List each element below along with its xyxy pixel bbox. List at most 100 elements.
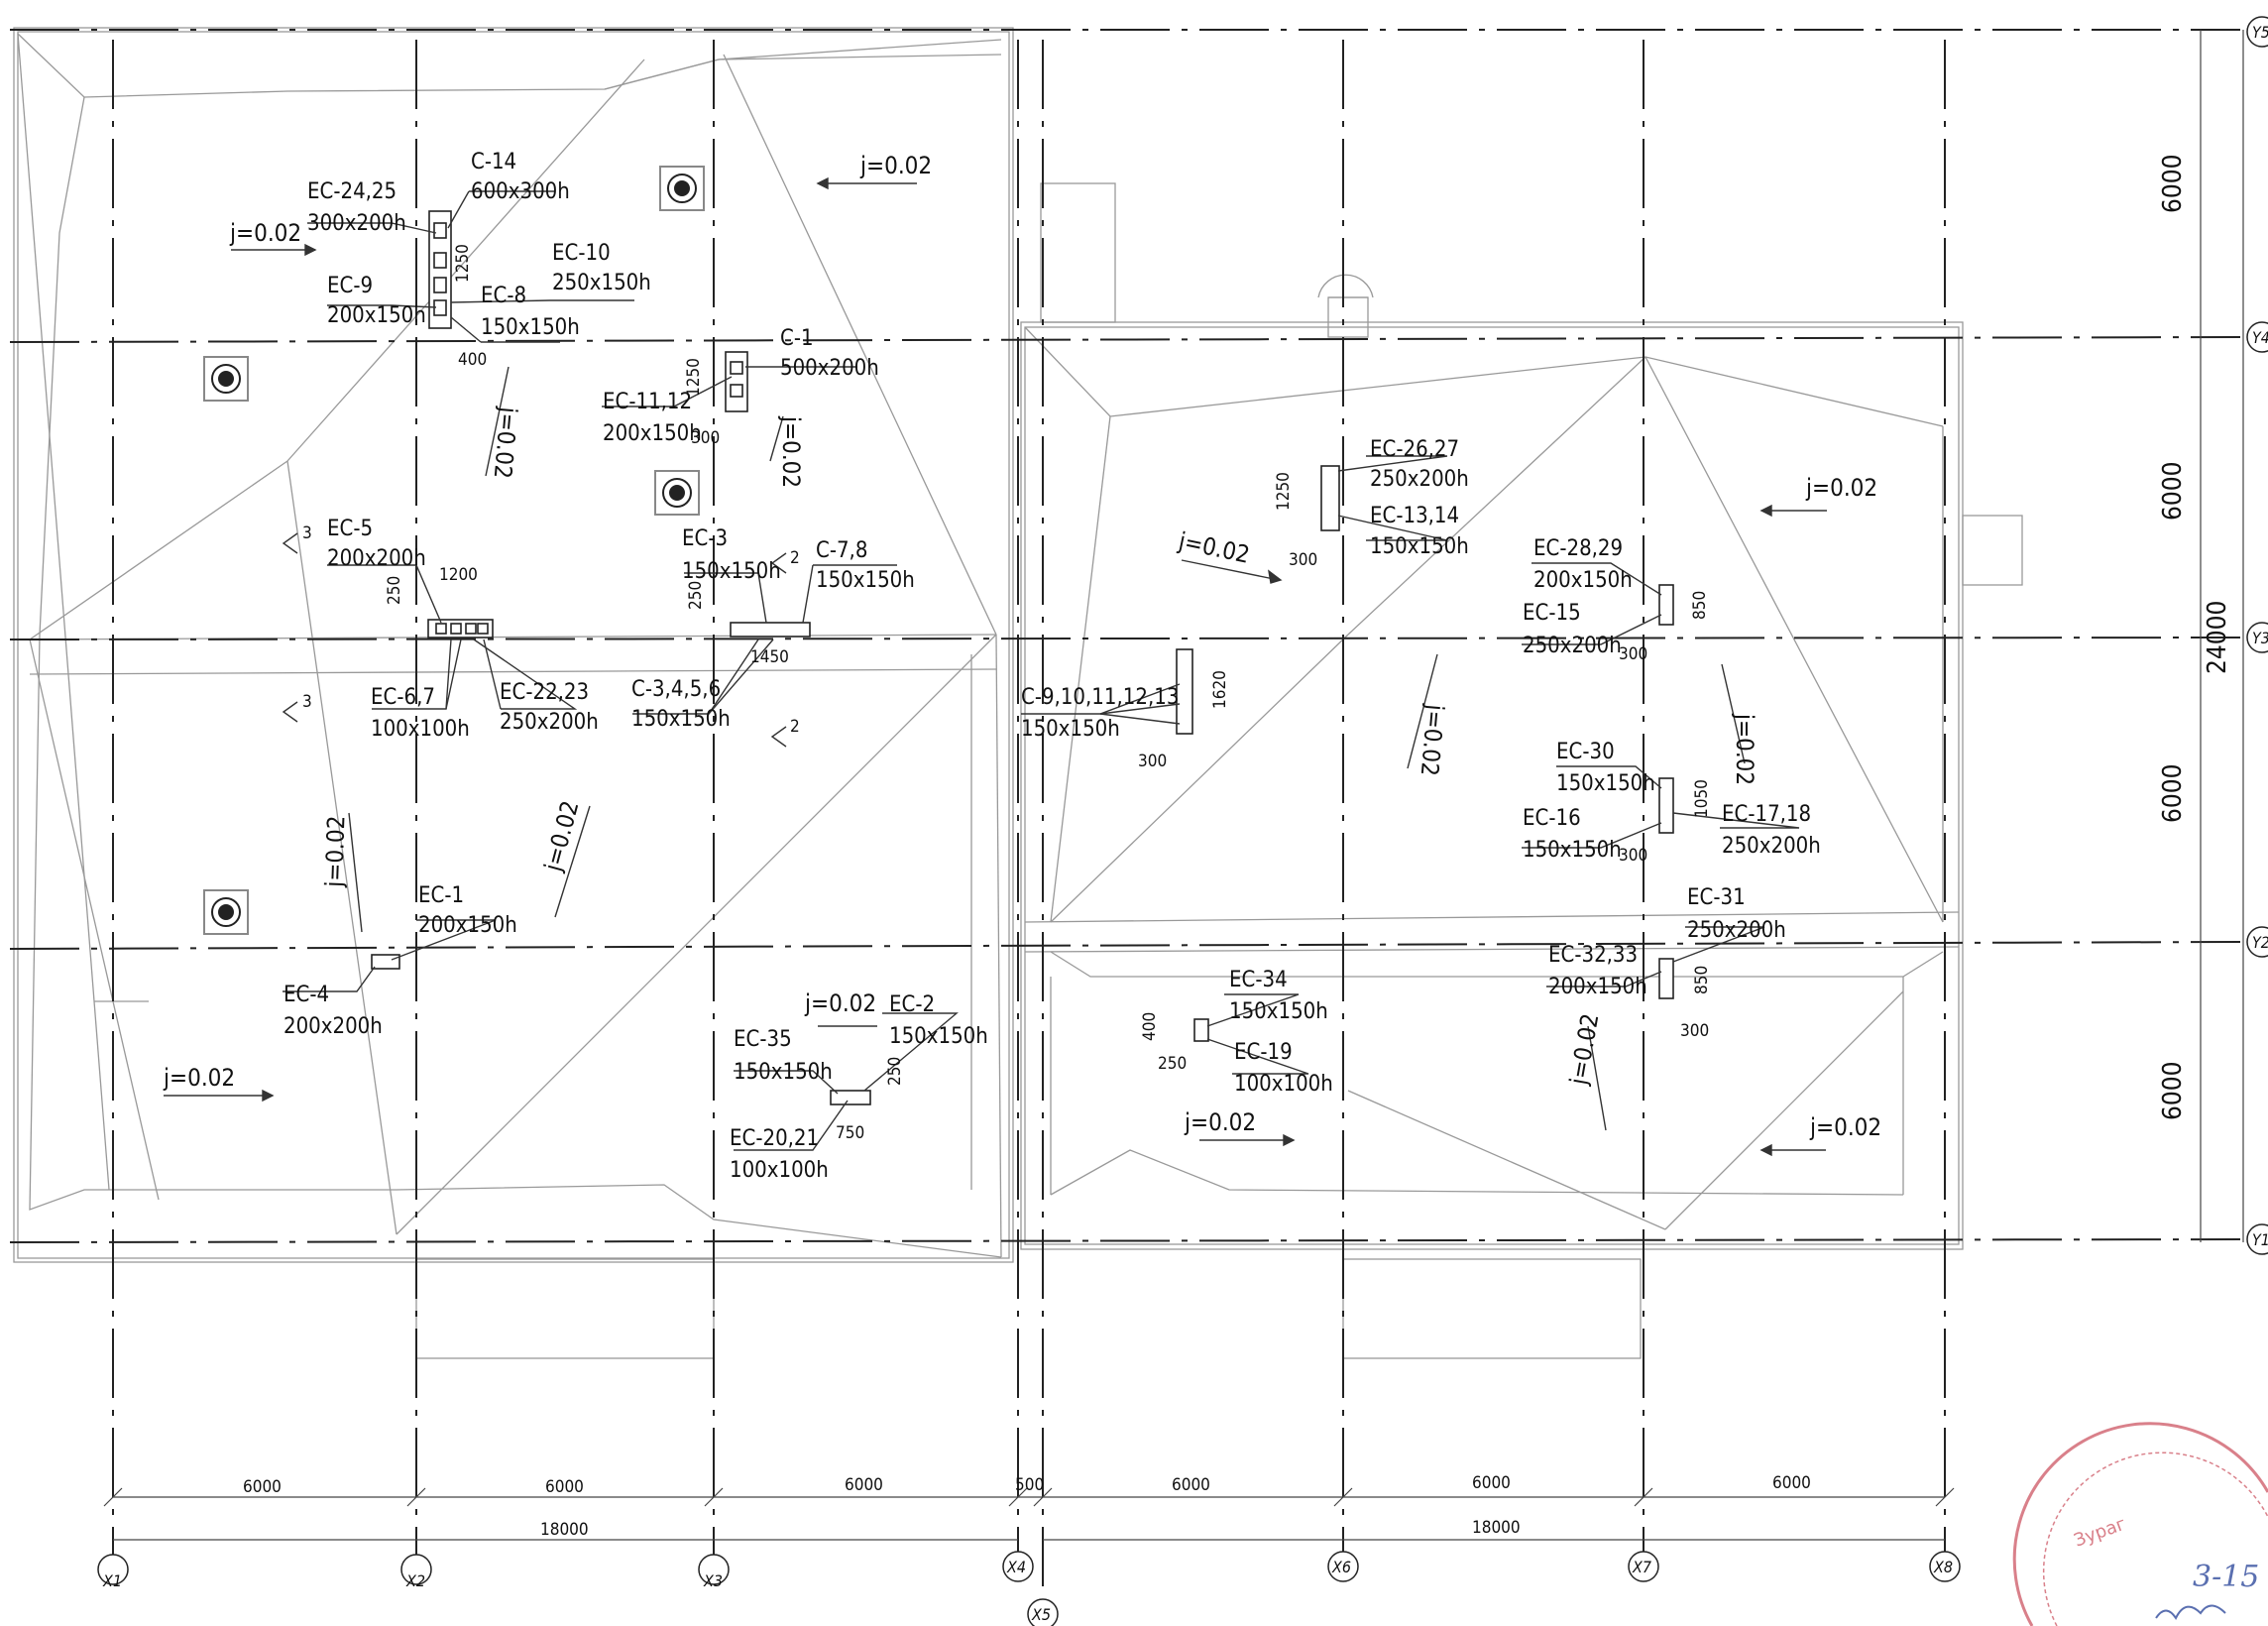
vent-stack-c9 — [1176, 648, 1193, 735]
dim-x7-x8: 6000 — [1772, 1473, 1811, 1493]
label-ec67-name: EC-6,7 — [371, 685, 435, 710]
label-ec24-name: EC-24,25 — [307, 179, 397, 204]
dim-text: 300 — [691, 428, 720, 448]
roof-drain-icons — [203, 166, 705, 935]
dim-text: 250 — [1158, 1054, 1187, 1074]
section-marks: 3 3 2 2 — [282, 523, 800, 748]
label-ec10-size: 250x150h — [552, 271, 651, 295]
dim-text: 250 — [385, 576, 404, 605]
label-ec10-name: EC-10 — [552, 241, 611, 266]
label-ec17-size: 250x200h — [1722, 834, 1821, 859]
slope-label: j=0.02 — [1564, 1011, 1604, 1088]
dim-x2-x3: 6000 — [545, 1477, 584, 1497]
equipment-labels: EC-24,25 300x200h C-14 600x300h EC-10 25… — [284, 150, 1821, 1183]
slope-label: j=0.02 — [1805, 474, 1877, 502]
label-ec9-size: 200x150h — [327, 303, 426, 328]
roof-drain-icon — [659, 166, 705, 211]
slope-label: j=0.02 — [163, 1064, 235, 1092]
label-ec4-name: EC-4 — [284, 983, 329, 1007]
slope-label: j=0.02 — [489, 405, 522, 479]
slope-arrows — [164, 176, 1827, 1157]
axis-y1: Y1 — [2252, 1230, 2268, 1249]
axis-y3: Y3 — [2252, 629, 2268, 647]
dim-text: 1620 — [1210, 670, 1230, 709]
dim-y2-y3: 6000 — [2158, 763, 2188, 823]
vent-stack-ec1 — [371, 954, 400, 970]
label-ec13-size: 150x150h — [1370, 534, 1469, 559]
label-ec24-size: 300x200h — [307, 211, 406, 236]
label-ec19-name: EC-19 — [1234, 1040, 1293, 1065]
axis-x3: X3 — [703, 1571, 723, 1590]
label-ec22-name: EC-22,23 — [500, 680, 589, 705]
dim-text: 400 — [458, 350, 487, 370]
label-c14-name: C-14 — [471, 150, 516, 174]
label-ec20-size: 100x100h — [730, 1158, 829, 1183]
axis-y2: Y2 — [2252, 933, 2268, 952]
label-ec28-size: 200x150h — [1533, 568, 1633, 593]
label-ec32-name: EC-32,33 — [1548, 943, 1638, 968]
label-ec1-size: 200x150h — [418, 913, 517, 938]
dim-text: 300 — [1289, 550, 1317, 570]
section-mark: 2 — [790, 717, 800, 737]
slope-label: j=0.02 — [229, 219, 301, 247]
label-ec32-size: 200x150h — [1548, 975, 1647, 999]
grid-bubbles — [97, 16, 2268, 1626]
label-ec13-name: EC-13,14 — [1370, 504, 1459, 528]
slope-label: j=0.02 — [1176, 526, 1252, 569]
label-ec8-size: 150x150h — [481, 315, 580, 340]
dim-y4-y5: 6000 — [2158, 154, 2188, 213]
vent-stack-ec32 — [1658, 958, 1674, 999]
label-ec30-size: 150x150h — [1556, 771, 1655, 796]
roof-drain-icon — [203, 889, 249, 935]
dim-text: 400 — [1140, 1012, 1160, 1041]
section-mark: 3 — [302, 692, 312, 712]
slope-label: j=0.02 — [320, 815, 351, 888]
label-ec31-size: 250x200h — [1687, 918, 1786, 943]
vent-stack-c1 — [725, 351, 748, 412]
label-ec34-name: EC-34 — [1229, 968, 1288, 992]
label-c78-size: 150x150h — [816, 568, 915, 593]
dim-text: 300 — [1619, 644, 1647, 664]
label-c3456-name: C-3,4,5,6 — [631, 677, 721, 702]
grid-axis-lines — [9, 29, 2241, 1586]
label-ec34-size: 150x150h — [1229, 999, 1328, 1024]
label-ec1-name: EC-1 — [418, 883, 464, 908]
slope-label: j=0.02 — [1184, 1108, 1256, 1136]
slope-label: j=0.02 — [777, 415, 805, 488]
label-ec11-size: 200x150h — [603, 421, 702, 446]
dim-text: 850 — [1692, 966, 1712, 994]
dim-text: 1450 — [750, 647, 789, 667]
label-c1-size: 500x200h — [780, 356, 879, 381]
label-ec9-name: EC-9 — [327, 274, 373, 298]
axis-x7: X7 — [1632, 1558, 1652, 1576]
dim-text: 300 — [1138, 752, 1167, 771]
label-ec35-name: EC-35 — [734, 1027, 792, 1052]
vent-stack-ec26 — [1320, 465, 1340, 531]
dim-text: 250 — [686, 581, 706, 610]
label-ec15-name: EC-15 — [1523, 601, 1581, 626]
slope-label: j=0.02 — [1809, 1113, 1881, 1141]
label-ec22-size: 250x200h — [500, 710, 599, 735]
dim-text: 1200 — [439, 565, 478, 585]
label-ec16-size: 150x150h — [1523, 838, 1622, 863]
label-ec26-size: 250x200h — [1370, 467, 1469, 492]
label-ec16-name: EC-16 — [1523, 806, 1581, 831]
axis-x4: X4 — [1006, 1558, 1026, 1576]
vent-stack-ec35 — [830, 1090, 871, 1105]
slope-label: j=0.02 — [1731, 713, 1758, 785]
label-ec17-name: EC-17,18 — [1722, 802, 1811, 827]
dim-text: 750 — [836, 1123, 864, 1143]
grid-bubble-labels: X1 X2 X3 X4 X5 X6 X7 X8 Y5 Y4 Y3 Y2 Y1 — [102, 23, 2268, 1624]
label-ec26-name: EC-26,27 — [1370, 437, 1459, 462]
label-ec2-size: 150x150h — [889, 1024, 988, 1049]
dimension-texts-vertical: 6000 6000 6000 6000 24000 — [2158, 154, 2232, 1120]
vent-stack-ec28 — [1658, 584, 1674, 626]
label-c913-name: C-9,10,11,12,13 — [1021, 685, 1179, 710]
label-c14-size: 600x300h — [471, 179, 570, 204]
label-ec11-name: EC-11,12 — [603, 390, 692, 414]
roof-drain-icon — [203, 356, 249, 402]
dim-text: 1250 — [1274, 472, 1294, 511]
approval-stamp: Зураг 3-15 — [2012, 1422, 2268, 1626]
label-ec3-size: 150x150h — [682, 559, 781, 584]
